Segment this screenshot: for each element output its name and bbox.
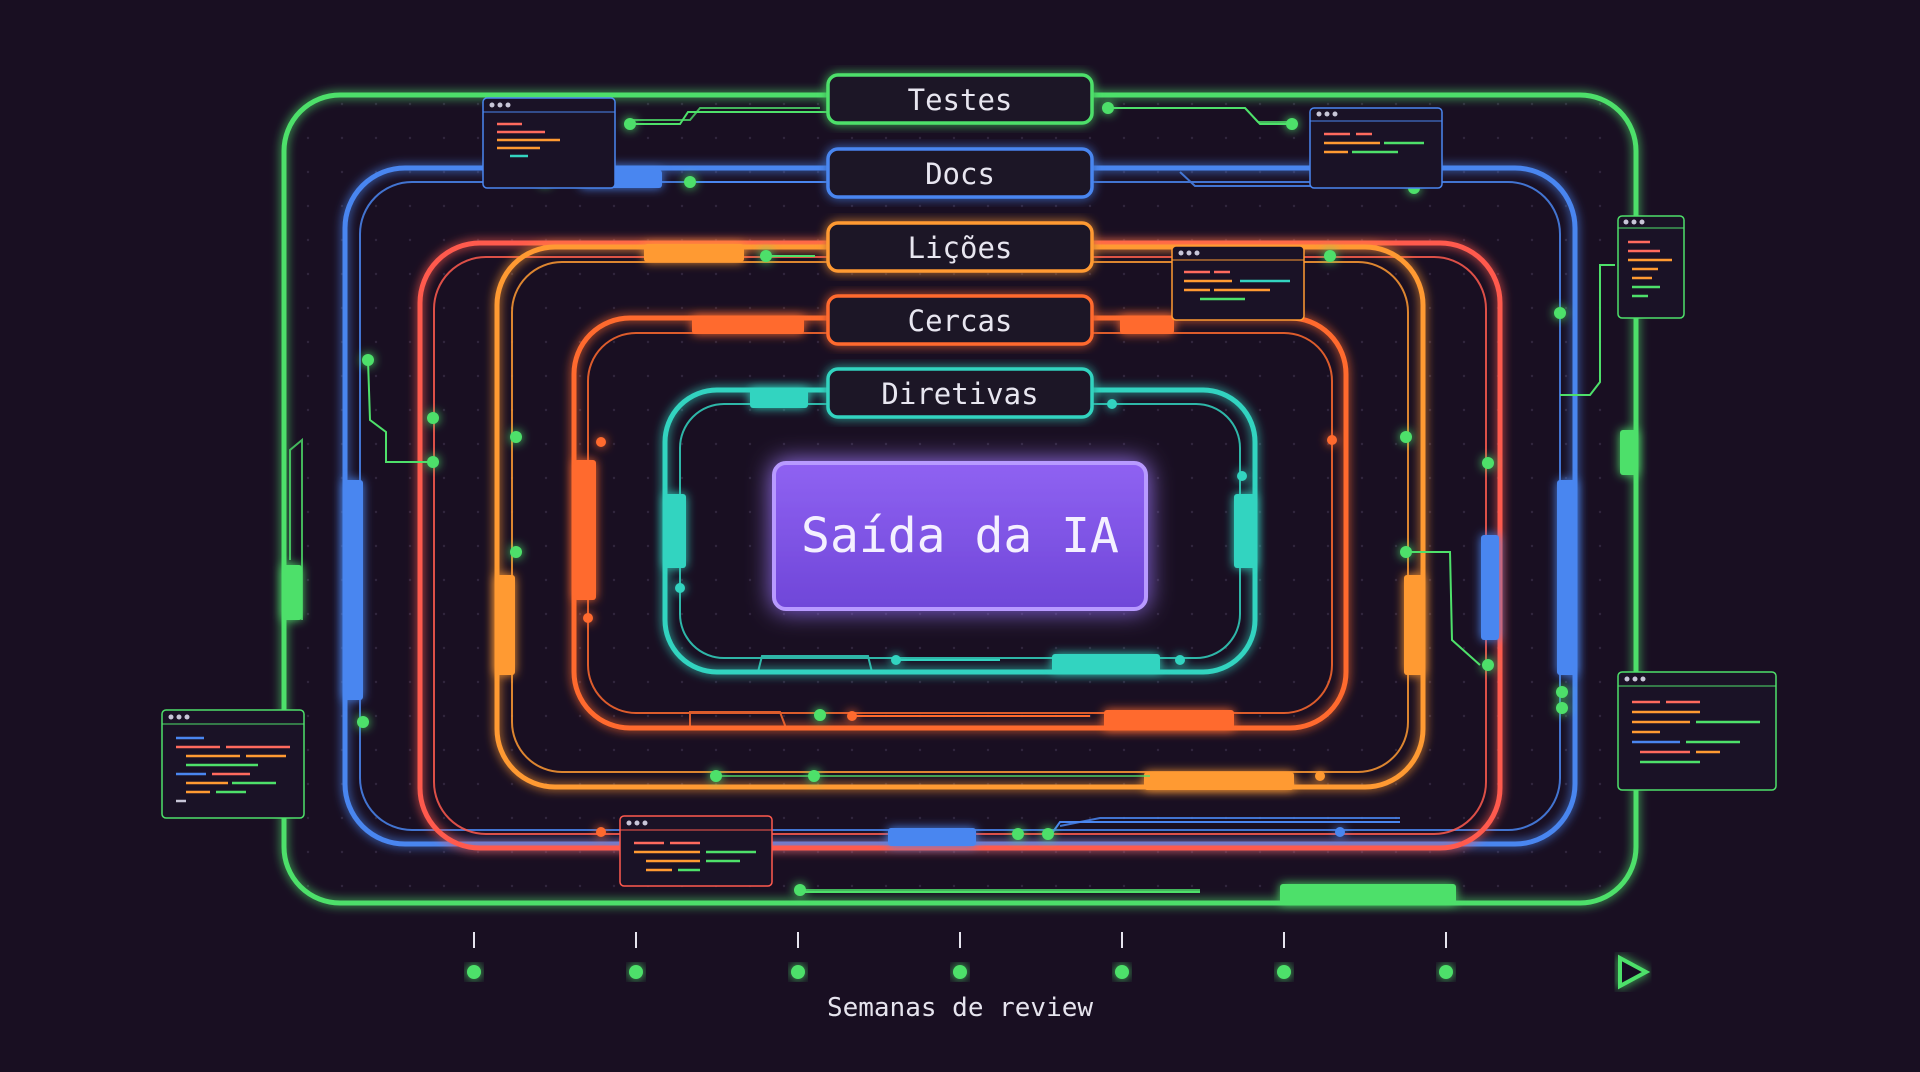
layer-label-docs: Docs [826,147,1094,199]
code-window-bottom [619,815,773,887]
timeline: Semanas de review [274,932,1651,1023]
ring-accent-bars [282,170,1638,904]
timeline-node [953,965,967,979]
layer-label-diretivas-text: Diretivas [881,377,1038,411]
layer-label-cercas: Cercas [826,294,1094,346]
timeline-node [467,965,481,979]
timeline-node [1115,965,1129,979]
layer-label-testes-text: Testes [908,83,1013,117]
layer-label-diretivas: Diretivas [826,367,1094,419]
connector-nodes [357,102,1568,896]
timeline-label: Semanas de review [827,993,1093,1023]
layer-label-licoes: Lições [826,221,1094,273]
timeline-ticks [467,932,1453,979]
code-window-bottom-right [1617,671,1777,791]
code-window-right-small [1617,215,1685,319]
code-window-left [161,709,305,819]
layer-label-testes: Testes [826,73,1094,125]
code-window-top-right [1309,107,1443,189]
layer-label-cercas-text: Cercas [908,304,1013,338]
layer-label-licoes-text: Lições [908,231,1013,265]
timeline-node [1439,965,1453,979]
timeline-node [791,965,805,979]
layer-label-docs-text: Docs [925,157,995,191]
timeline-node [1277,965,1291,979]
center-output-label: Saída da IA [801,508,1119,564]
code-window-mid-right [1171,245,1305,321]
timeline-arrowhead [1618,954,1651,990]
code-window-top-left [482,97,616,189]
layer-labels: Testes Docs Lições Cercas Diretivas [826,73,1094,419]
timeline-node [629,965,643,979]
center-output-box: Saída da IA [772,461,1148,611]
